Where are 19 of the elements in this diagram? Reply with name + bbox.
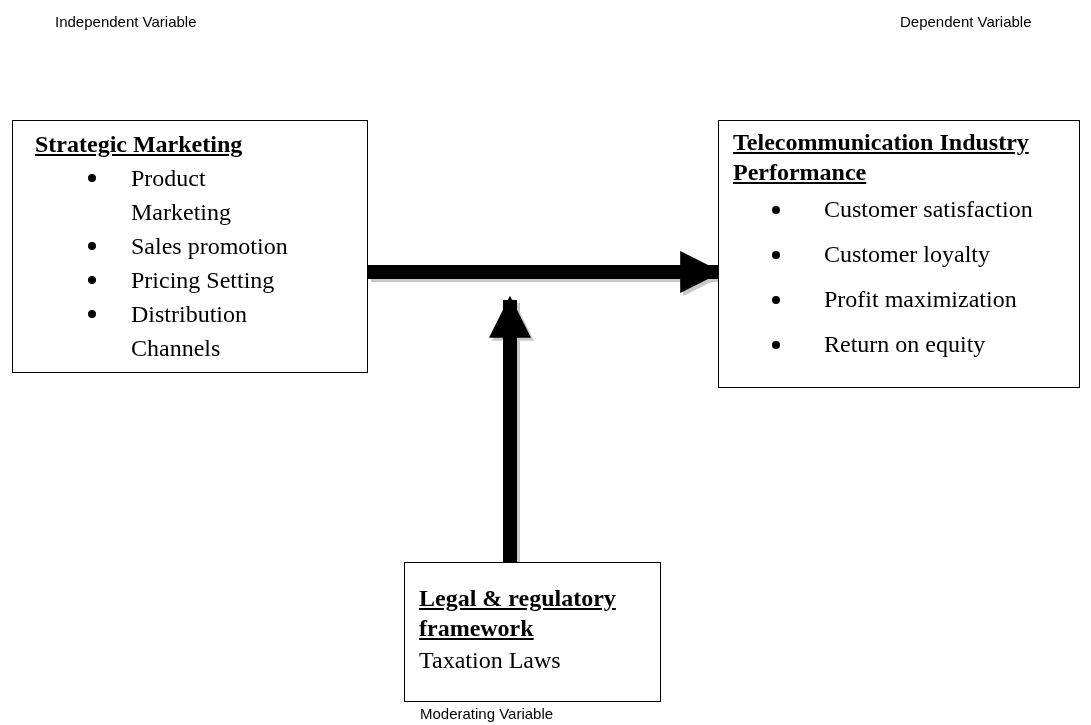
variable-label: Moderating Variable bbox=[420, 705, 554, 722]
variable-label: Independent Variable bbox=[55, 13, 197, 30]
list-item: Distribution Channels bbox=[131, 300, 248, 363]
list-item: Profit maximization bbox=[824, 285, 1017, 314]
list-item: Pricing Setting bbox=[131, 266, 275, 295]
list-item: Customer satisfaction bbox=[824, 195, 1033, 224]
list-item: Sales promotion bbox=[131, 232, 288, 261]
list-item: Product Marketing bbox=[131, 164, 232, 227]
arrow bbox=[489, 295, 531, 562]
text-box bbox=[12, 120, 368, 373]
text-box bbox=[718, 120, 1080, 388]
box-text: Taxation Laws bbox=[419, 646, 561, 675]
box-heading: Telecommunication Industry Performance bbox=[733, 128, 1030, 187]
list-item: Customer loyalty bbox=[824, 240, 990, 269]
text-box bbox=[404, 562, 661, 702]
list-item: Return on equity bbox=[824, 330, 986, 359]
box-heading: Legal & regulatory framework bbox=[419, 584, 617, 643]
box-heading: Strategic Marketing bbox=[35, 130, 243, 159]
variable-label: Dependent Variable bbox=[900, 13, 1032, 30]
